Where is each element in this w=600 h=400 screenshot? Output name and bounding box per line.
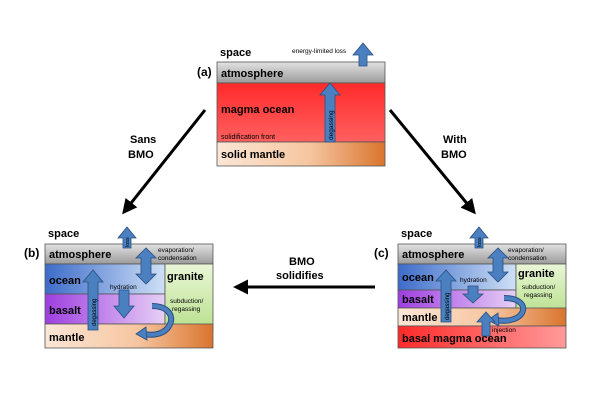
sans-bmo-label-line1: Sans	[130, 134, 156, 146]
panel-c-evap-line2: condensation	[508, 255, 547, 262]
basal-magma-ocean-label: basal magma ocean	[402, 333, 507, 345]
solidification-front-label: solidification front	[221, 134, 275, 141]
panel-c-subduction-line1: subduction/	[522, 284, 555, 291]
panel-b-ocean-label: ocean	[49, 275, 81, 287]
panel-a-space-label: space	[220, 47, 251, 59]
sans-bmo-arrow-icon	[122, 109, 207, 215]
with-bmo-label-line1: With	[443, 134, 467, 146]
panel-b-subduction-line2: regassing	[172, 306, 201, 313]
panel-c-evap-line1: evaporation/	[508, 247, 544, 254]
with-bmo-label-line2: BMO	[441, 149, 467, 161]
panel-b-subduction-line1: subduction/	[170, 298, 203, 305]
panel-c-hydration-arrow-icon	[461, 285, 485, 304]
panel-b-degassing-arrow-icon	[82, 269, 104, 331]
panel-c-injection-arrow-icon	[476, 311, 496, 337]
energy-loss-label: energy-limited loss	[292, 48, 347, 55]
panel-c-loss-arrow-icon	[469, 226, 489, 249]
panel-c-label: (c)	[374, 246, 389, 260]
panel-c-hydration-label: hydration	[460, 277, 487, 284]
panel-a-degassing-label: degassing	[328, 110, 335, 140]
panel-b-evap-line2: condensation	[158, 255, 197, 262]
panel-a-atmosphere-label: atmosphere	[221, 68, 283, 80]
panel-b-granite-label: granite	[167, 271, 204, 283]
panel-b-hydration-arrow-icon	[113, 289, 135, 319]
magma-ocean-layer	[216, 82, 386, 143]
panel-b-evaporation-arrow-icon	[135, 247, 157, 285]
panel-a: (a) space energy-limited loss atmosphere…	[197, 42, 386, 167]
panel-c-atmosphere-label: atmosphere	[402, 249, 464, 261]
with-bmo-arrow-icon	[388, 109, 476, 215]
panel-b-hydration-label: hydration	[110, 284, 137, 291]
panel-c-basalt-label: basalt	[402, 294, 434, 306]
panel-c-granite-label: granite	[518, 268, 555, 280]
panel-c-mantle-label: mantle	[402, 312, 437, 324]
panel-c-degassing-label: degassing	[445, 293, 451, 320]
panel-c-ocean-label: ocean	[402, 272, 434, 284]
panel-b-mantle-label: mantle	[49, 332, 84, 344]
panel-c-loss-label: loss	[477, 237, 483, 247]
solid-mantle-layer	[216, 141, 386, 167]
panel-b-loss-arrow-icon	[117, 226, 137, 249]
panel-c-evaporation-arrow-icon	[487, 247, 509, 283]
panel-b: (b) space atmosphere evaporation/ conden…	[24, 226, 214, 349]
panel-b-basalt-label: basalt	[49, 305, 81, 317]
panel-c-space-label: space	[401, 228, 432, 240]
panel-c-degassing-arrow-icon	[435, 269, 457, 323]
panel-a-label: (a)	[197, 65, 212, 79]
panel-b-label: (b)	[24, 246, 39, 260]
solid-mantle-label: solid mantle	[221, 149, 285, 161]
panel-c: (c) space atmosphere evaporation/ conden…	[374, 226, 567, 349]
bmo-solidifies-label-line2: solidifies	[276, 270, 324, 282]
panel-b-loss-label: loss	[125, 237, 131, 247]
sans-bmo-label-line2: BMO	[128, 149, 154, 161]
magma-ocean-label: magma ocean	[221, 104, 295, 116]
degassing-arrow-icon	[319, 82, 341, 143]
bmo-solidifies-label-line1: BMO	[289, 256, 315, 268]
panel-b-evap-line1: evaporation/	[158, 247, 194, 254]
panel-b-mantle-layer	[44, 323, 214, 349]
energy-loss-arrow-icon	[352, 42, 374, 67]
panel-c-injection-label: injection	[492, 327, 516, 334]
panel-c-subduction-line2: regassing	[524, 292, 553, 299]
panel-b-atmosphere-label: atmosphere	[49, 249, 111, 261]
panel-b-space-label: space	[48, 228, 79, 240]
panel-b-degassing-label: degassing	[92, 299, 98, 326]
